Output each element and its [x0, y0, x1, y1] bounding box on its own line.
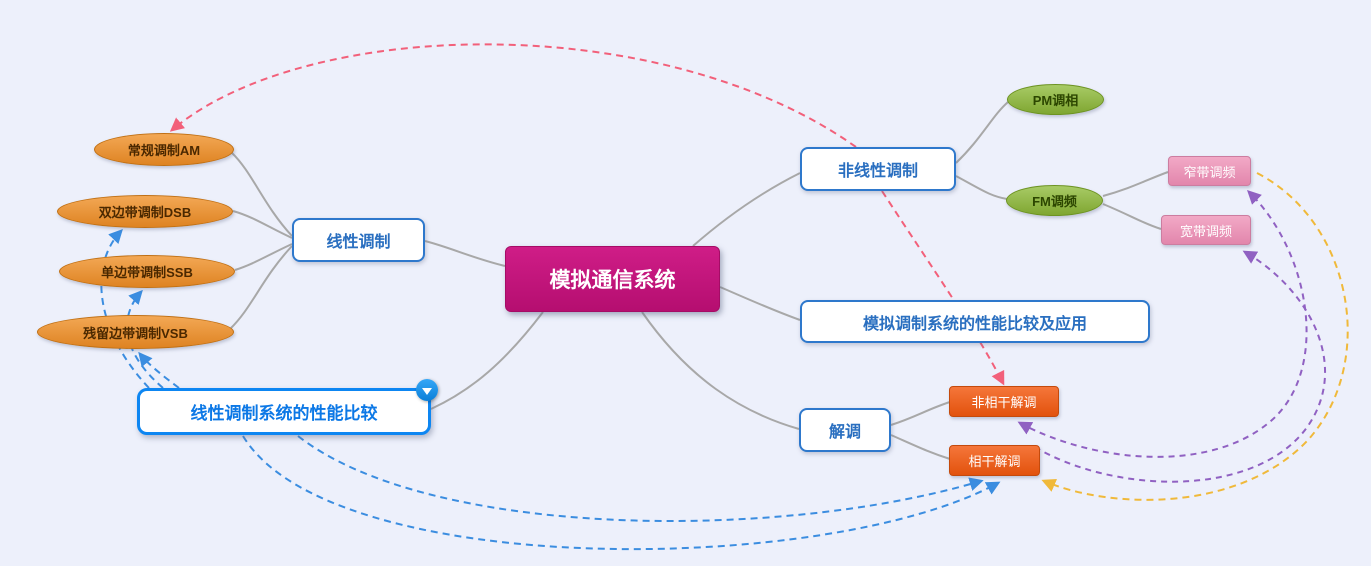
node-perfapp-label: 模拟调制系统的性能比较及应用	[862, 315, 1087, 333]
node-wbfm-label: 宽带调频	[1179, 223, 1232, 239]
node-lincompare-label: 线性调制系统的性能比较	[190, 404, 378, 423]
node-pm-label: PM调相	[1032, 93, 1079, 108]
node-am[interactable]: 常规调制AM	[94, 133, 234, 166]
edge-fm-nbfm	[1102, 171, 1169, 197]
node-coh-label: 相干解调	[968, 454, 1021, 469]
edge-linear-ssb	[234, 243, 293, 271]
node-ssb[interactable]: 单边带调制SSB	[59, 255, 235, 288]
edge-demod-coh	[890, 434, 951, 460]
edge-root-lincompare	[430, 311, 544, 410]
collapse-toggle-button[interactable]	[416, 379, 438, 401]
node-am-label: 常规调制AM	[127, 143, 201, 158]
link-noncoherent-wbfm	[1034, 250, 1327, 483]
node-vsb-label: 残留边带调制VSB	[83, 325, 188, 341]
node-fm-label: FM调频	[1032, 194, 1077, 209]
edge-linear-am	[231, 152, 293, 237]
node-wideband-fm[interactable]: 宽带调频	[1161, 215, 1251, 245]
edge-root-demod	[641, 311, 800, 430]
node-coherent-demodulation[interactable]: 相干解调	[949, 445, 1040, 476]
node-noncoh-label: 非相干解调	[971, 395, 1037, 410]
node-demod-label: 解调	[828, 424, 861, 441]
node-nbfm-label: 窄带调频	[1183, 164, 1236, 180]
node-linear-performance-comparison[interactable]: 线性调制系统的性能比较	[137, 379, 438, 435]
node-nonlinear-modulation[interactable]: 非线性调制	[800, 147, 956, 191]
node-demodulation[interactable]: 解调	[799, 408, 891, 452]
node-performance-comparison-application[interactable]: 模拟调制系统的性能比较及应用	[800, 300, 1150, 343]
edge-root-perfapp	[719, 286, 801, 321]
edge-linear-vsb	[229, 245, 293, 330]
link-lincompare-vsb	[138, 351, 180, 389]
node-dsb-label: 双边带调制DSB	[98, 205, 192, 220]
node-noncoherent-demodulation[interactable]: 非相干解调	[949, 386, 1059, 417]
edge-fm-wbfm	[1102, 203, 1162, 230]
node-nonlinear-label: 非线性调制	[837, 163, 918, 180]
edge-demod-noncoh	[890, 401, 951, 426]
node-dsb[interactable]: 双边带调制DSB	[57, 195, 233, 228]
link-nonlinear-noncoherent	[881, 190, 1005, 386]
node-ssb-label: 单边带调制SSB	[101, 265, 193, 280]
node-root-label: 模拟通信系统	[549, 269, 676, 292]
node-vsb[interactable]: 残留边带调制VSB	[37, 315, 234, 349]
edge-linear-dsb	[232, 210, 293, 239]
link-lincompare-coherent-b	[242, 435, 1001, 551]
edge-root-nonlinear	[692, 172, 801, 247]
node-pm[interactable]: PM调相	[1007, 84, 1104, 115]
node-narrowband-fm[interactable]: 窄带调频	[1168, 156, 1251, 186]
edge-nonlinear-fm	[955, 175, 1008, 200]
edge-nonlinear-pm	[955, 101, 1009, 164]
node-linear-modulation[interactable]: 线性调制	[292, 218, 425, 262]
node-linear-label: 线性调制	[326, 234, 391, 251]
node-fm[interactable]: FM调频	[1006, 185, 1103, 216]
edge-root-linear	[424, 240, 506, 267]
link-nonlinear-am	[169, 43, 857, 148]
node-root[interactable]: 模拟通信系统	[505, 246, 720, 312]
chevron-down-icon	[422, 387, 432, 395]
